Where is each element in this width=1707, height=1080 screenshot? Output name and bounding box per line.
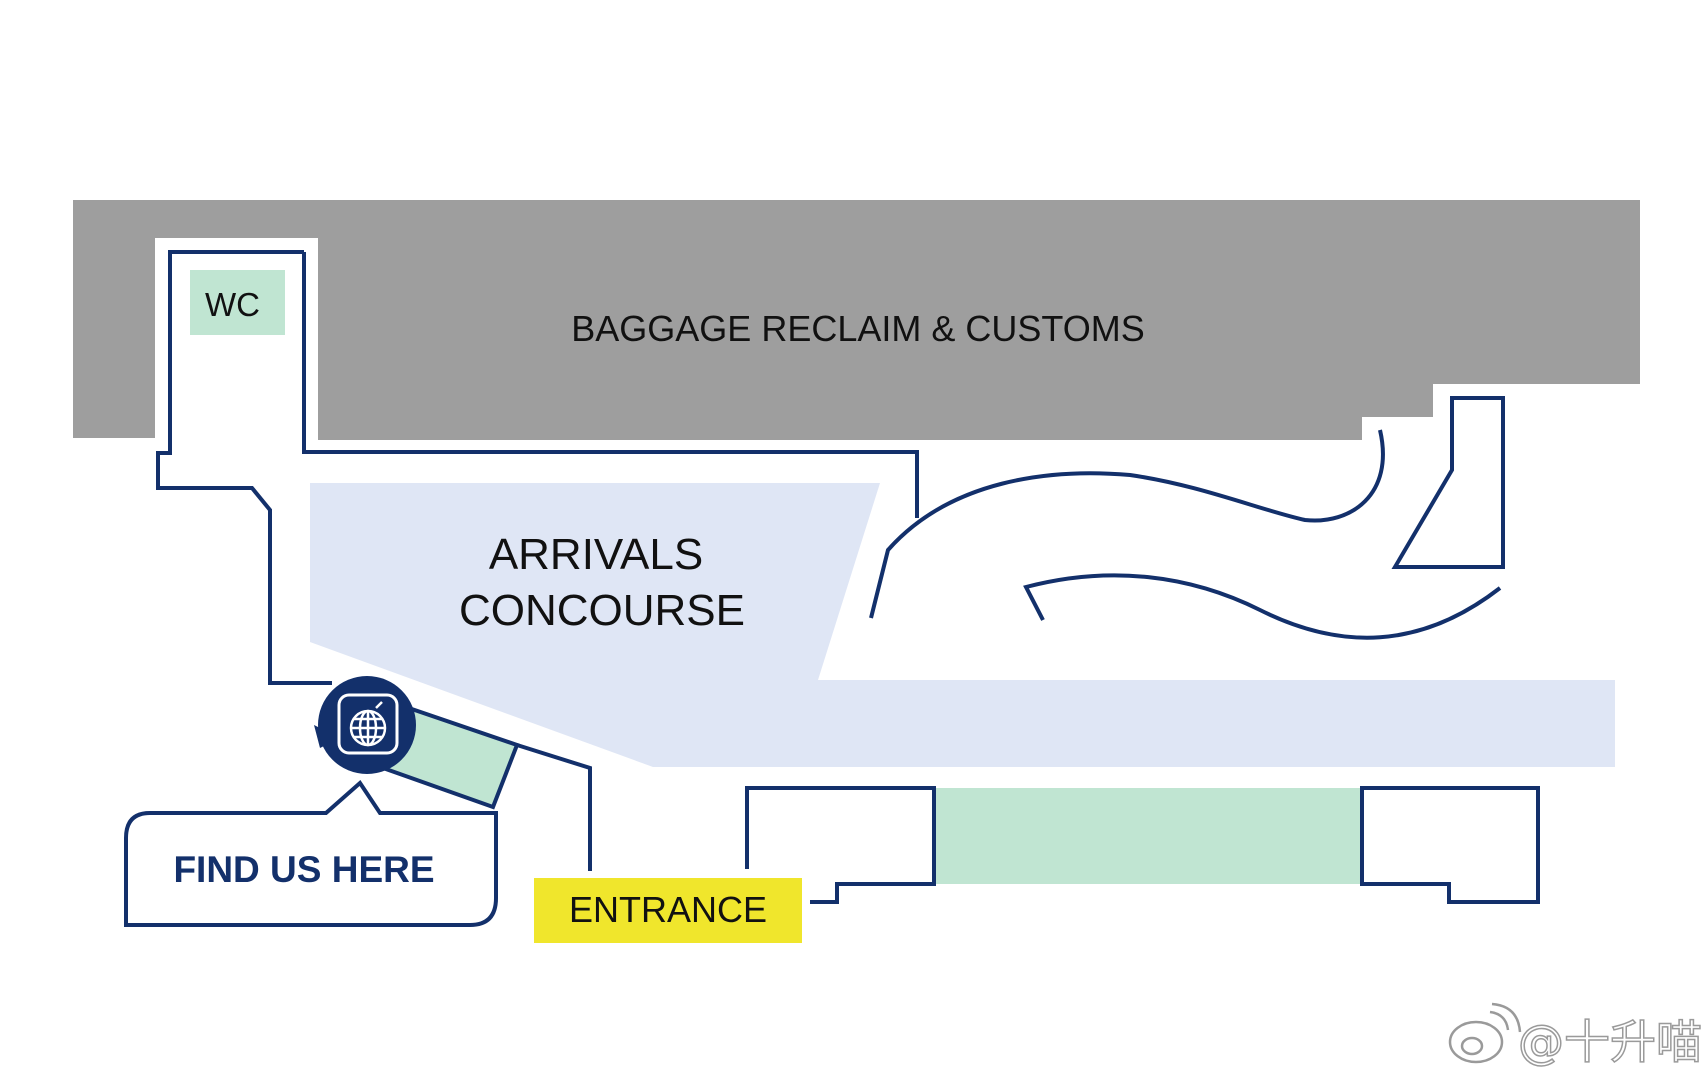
- label-find-us-here: FIND US HERE: [173, 849, 434, 890]
- green-zone-bottom: [935, 788, 1361, 884]
- find-us-callout-box: [124, 779, 498, 927]
- watermark-text: @十升喵: [1518, 1015, 1702, 1069]
- wall-bottom-left-room: [745, 786, 936, 904]
- curve-upper: [869, 429, 1385, 619]
- grid-globe-icon: [349, 701, 387, 747]
- arrivals-concourse-area: [310, 483, 1615, 767]
- curve-lower: [1023, 573, 1502, 640]
- label-concourse: CONCOURSE: [459, 586, 745, 635]
- baggage-reclaim-area: [73, 200, 1640, 440]
- label-baggage-reclaim: BAGGAGE RECLAIM & CUSTOMS: [571, 308, 1144, 349]
- wall-left-outline: [156, 250, 332, 685]
- label-entrance: ENTRANCE: [569, 889, 767, 930]
- wall-find-us-zone-edge: [382, 703, 520, 810]
- green-zone-find-us: [383, 705, 517, 807]
- wall-lower-diagonal: [516, 743, 592, 871]
- wc-area: [190, 270, 285, 335]
- watermark: @十升喵: [1448, 1002, 1703, 1070]
- wall-bottom-right-room: [1360, 786, 1540, 904]
- entrance-sign: [534, 878, 802, 943]
- location-marker[interactable]: [314, 676, 416, 774]
- wall-top-corridor: [302, 252, 919, 518]
- label-arrivals: ARRIVALS: [489, 530, 703, 579]
- weibo-logo-icon: [1448, 1002, 1522, 1064]
- wall-right-triangle: [1391, 396, 1505, 569]
- label-wc: WC: [205, 286, 260, 323]
